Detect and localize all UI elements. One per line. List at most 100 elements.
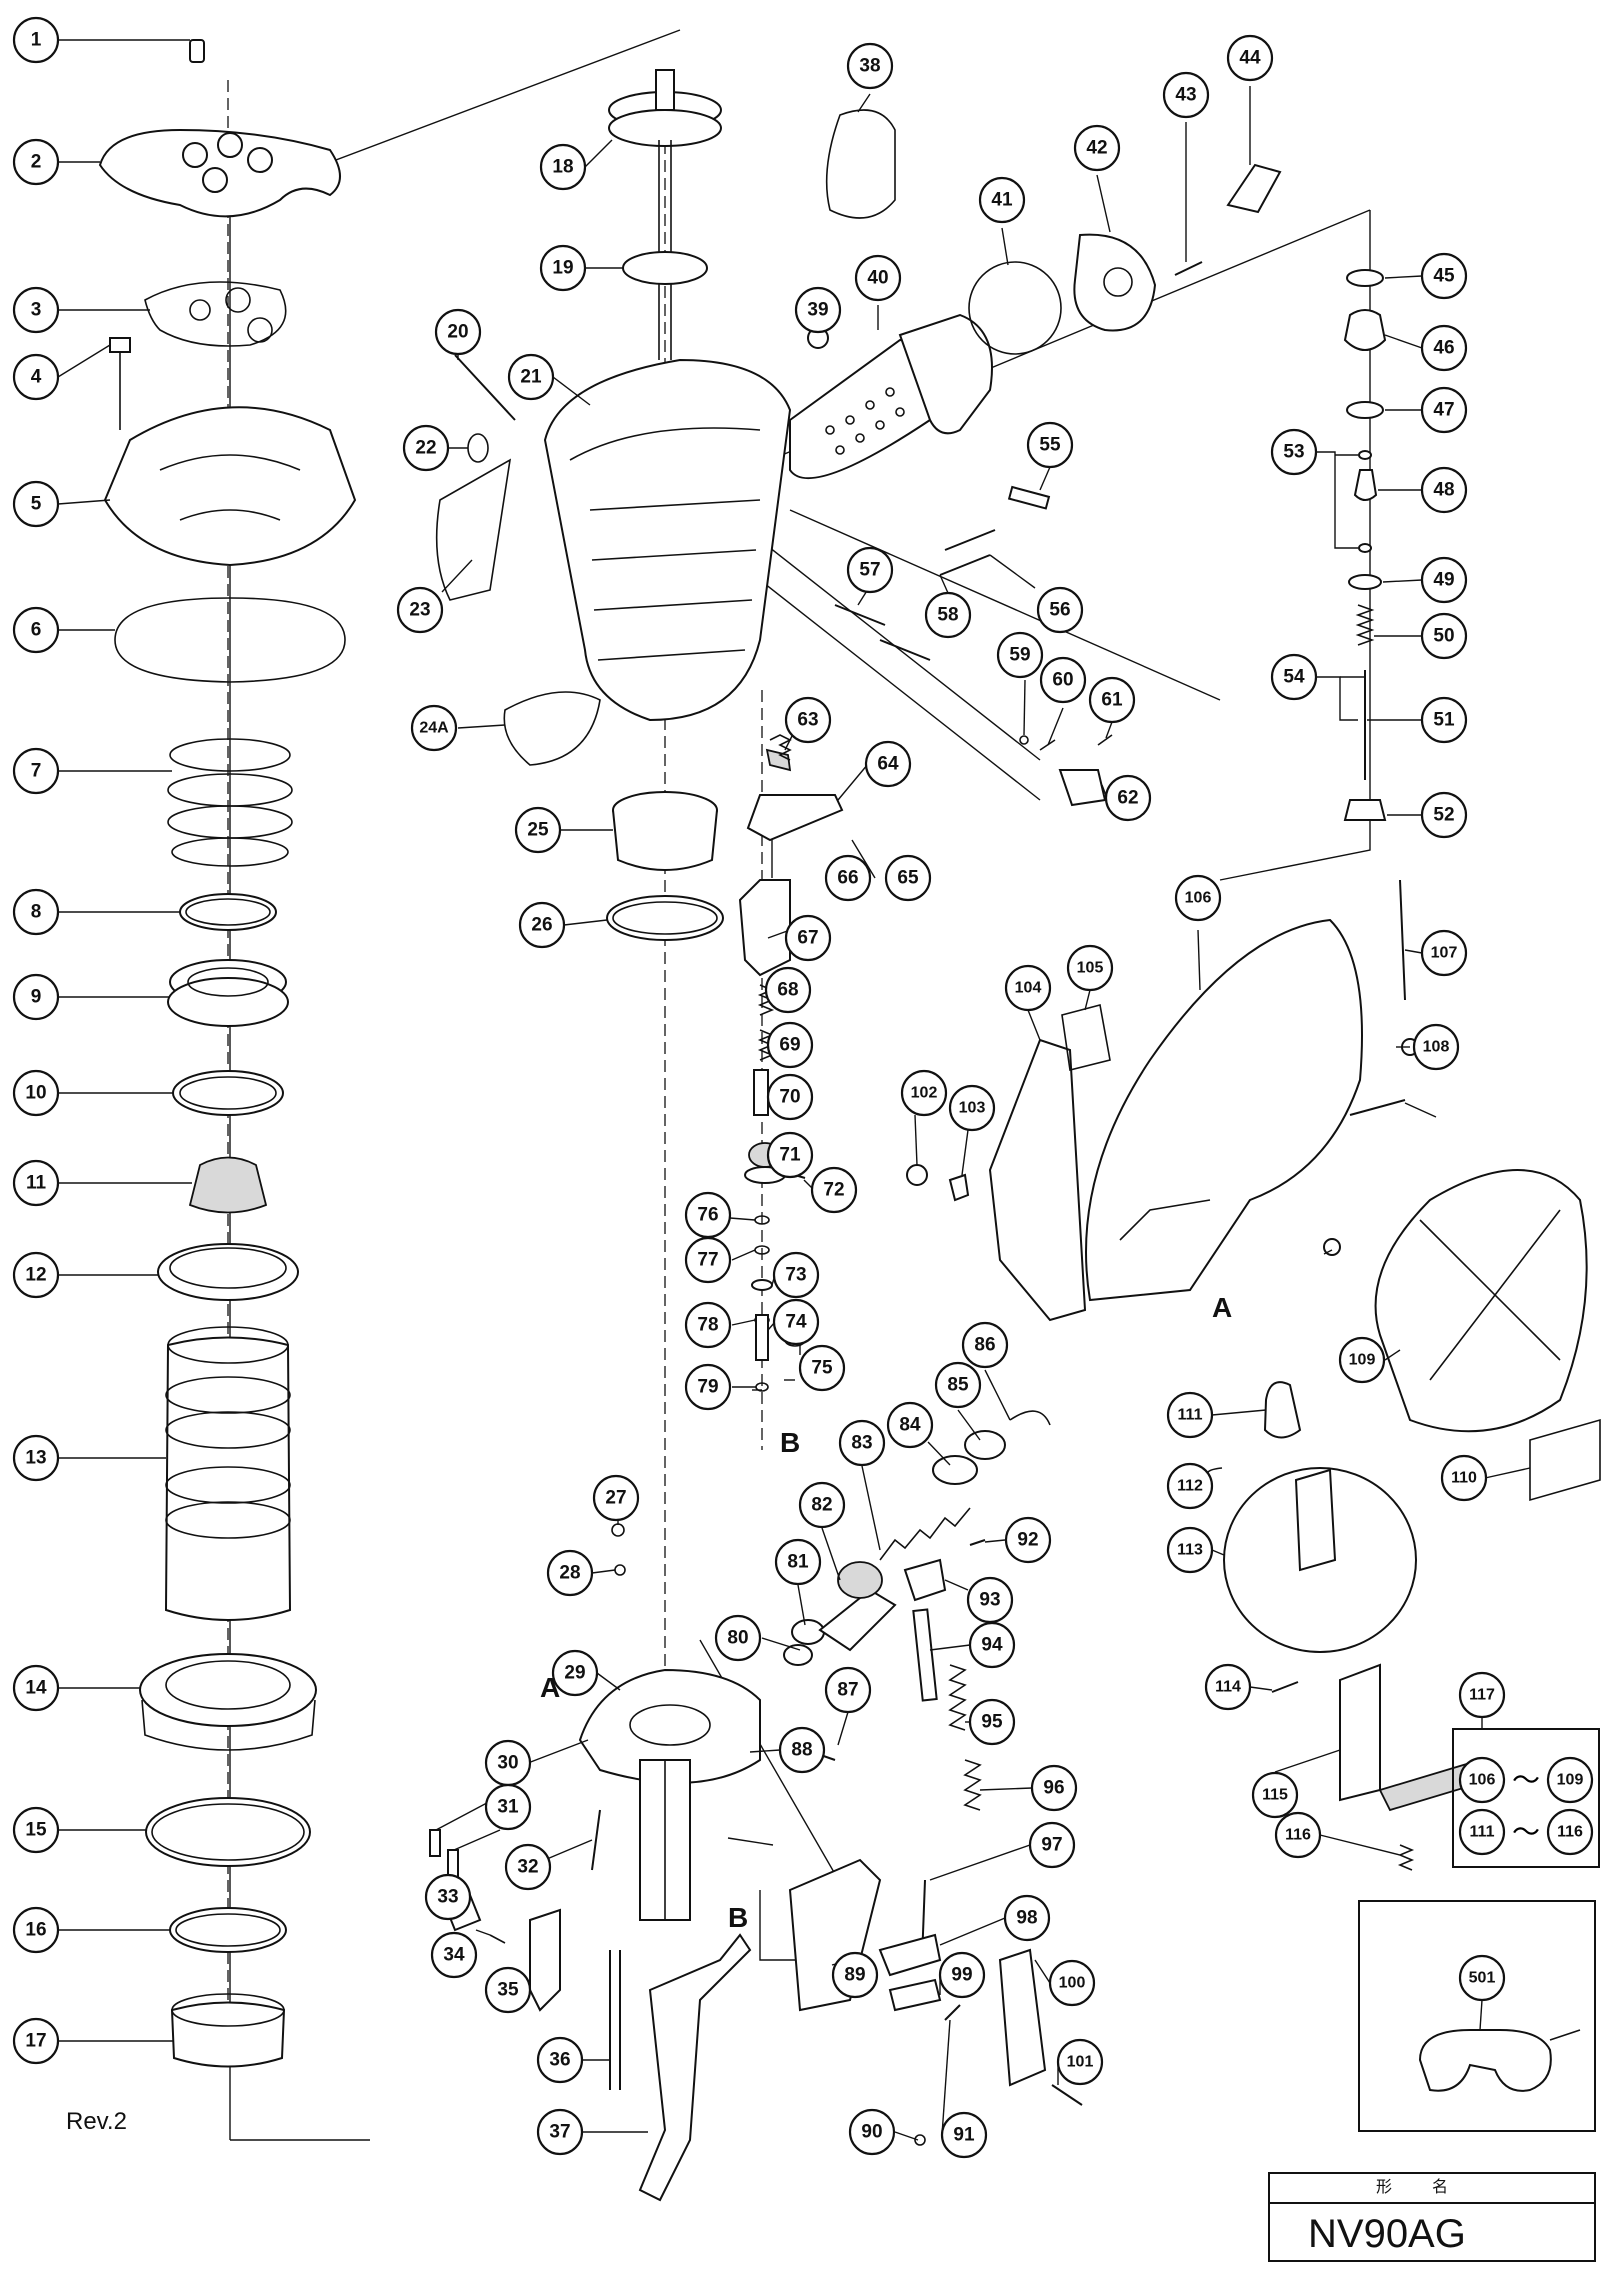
callout-circle xyxy=(539,143,587,191)
part-callout-67: 67 xyxy=(784,914,832,962)
callout-circle xyxy=(410,704,458,752)
part-callout-22: 22 xyxy=(402,424,450,472)
callout-circle xyxy=(12,1906,60,1954)
part-callout-47: 47 xyxy=(1420,386,1468,434)
part-callout-1: 1 xyxy=(12,16,60,64)
callout-number: 51 xyxy=(1433,710,1455,731)
callout-circle xyxy=(12,747,60,795)
part-callout-43: 43 xyxy=(1162,71,1210,119)
callout-number: 22 xyxy=(415,438,436,459)
callout-number: 78 xyxy=(697,1315,718,1336)
part-callout-30: 30 xyxy=(484,1739,532,1787)
callout-number: 7 xyxy=(31,761,42,782)
callout-number: 103 xyxy=(959,1100,986,1117)
callout-number: 48 xyxy=(1433,480,1454,501)
callout-number: 106 xyxy=(1185,890,1212,907)
callout-number: 36 xyxy=(549,2050,570,2071)
part-callout-81: 81 xyxy=(774,1538,822,1586)
callout-number: 80 xyxy=(727,1628,748,1649)
callout-circle xyxy=(12,888,60,936)
callout-number: 14 xyxy=(25,1678,47,1699)
reference-letter-b-nose: B xyxy=(728,1902,748,1933)
callout-circle xyxy=(12,1159,60,1207)
reference-letters: A A B B xyxy=(540,1292,1232,1933)
part-callout-26: 26 xyxy=(518,901,566,949)
callout-number: 111 xyxy=(1178,1407,1203,1424)
part-callout-64: 64 xyxy=(864,740,912,788)
part-callout-42: 42 xyxy=(1073,124,1121,172)
callout-number: 21 xyxy=(520,367,542,388)
part-callout-24a: 24A xyxy=(410,704,458,752)
callout-number: 9 xyxy=(31,987,42,1008)
part-callout-34: 34 xyxy=(430,1931,478,1979)
callout-number: 98 xyxy=(1016,1908,1037,1929)
part-callout-44: 44 xyxy=(1226,34,1274,82)
callout-number: 68 xyxy=(777,980,798,1001)
callout-number: 10 xyxy=(25,1083,46,1104)
callout-number: 73 xyxy=(785,1265,806,1286)
part-callout-62: 62 xyxy=(1104,774,1152,822)
part-callout-33: 33 xyxy=(424,1873,472,1921)
callout-number: 74 xyxy=(785,1312,807,1333)
callout-circle xyxy=(784,696,832,744)
callout-circle xyxy=(592,1474,640,1522)
kit-117-box xyxy=(1452,1728,1600,1868)
callout-circle xyxy=(396,586,444,634)
callout-circle xyxy=(854,254,902,302)
callout-number: 42 xyxy=(1086,138,1107,159)
callout-circle xyxy=(784,914,832,962)
callout-circle xyxy=(1026,421,1074,469)
callout-circle xyxy=(846,546,894,594)
callout-circle xyxy=(968,1698,1016,1746)
callout-number: 115 xyxy=(1262,1787,1288,1804)
callout-number: 99 xyxy=(951,1965,972,1986)
model-name: NV90AG xyxy=(1308,2212,1466,2256)
callout-number: 47 xyxy=(1433,400,1454,421)
callout-circle xyxy=(12,1069,60,1117)
part-callout-91: 91 xyxy=(940,2111,988,2159)
callout-circle xyxy=(924,591,972,639)
valve-stack-parts xyxy=(1343,269,1387,821)
callout-number: 25 xyxy=(527,820,549,841)
callout-number: 18 xyxy=(552,157,573,178)
callout-circle xyxy=(1440,1454,1488,1502)
callout-circle xyxy=(12,606,60,654)
part-callout-18: 18 xyxy=(539,143,587,191)
callout-circle xyxy=(1204,1663,1252,1711)
callout-circle xyxy=(1004,1516,1052,1564)
callout-circle xyxy=(824,854,872,902)
callout-circle xyxy=(1420,929,1468,977)
part-callout-45: 45 xyxy=(1420,252,1468,300)
callout-circle xyxy=(1073,124,1121,172)
part-callout-10: 10 xyxy=(12,1069,60,1117)
callout-circle xyxy=(12,138,60,186)
callout-circle xyxy=(1056,2038,1104,2086)
callout-circle xyxy=(968,1621,1016,1669)
callout-circle xyxy=(831,1951,879,1999)
part-callout-60: 60 xyxy=(1039,656,1087,704)
callout-number: 108 xyxy=(1423,1039,1450,1056)
callout-circle xyxy=(484,1783,532,1831)
part-callout-108: 108 xyxy=(1412,1023,1460,1071)
part-callout-23: 23 xyxy=(396,586,444,634)
part-callout-107: 107 xyxy=(1420,929,1468,977)
left-column-parts xyxy=(98,39,357,2068)
callout-circle xyxy=(684,1363,732,1411)
callout-number: 4 xyxy=(31,367,42,388)
callout-circle xyxy=(714,1614,762,1662)
part-callout-4: 4 xyxy=(12,353,60,401)
callout-number: 59 xyxy=(1009,645,1030,666)
part-callout-13: 13 xyxy=(12,1434,60,1482)
kit-range-1-symbol: ～ xyxy=(1512,1765,1540,1796)
callout-circle xyxy=(1226,34,1274,82)
accessory-box xyxy=(1358,1900,1596,2132)
part-callout-98: 98 xyxy=(1003,1894,1051,1942)
part-callout-116: 116 xyxy=(1274,1811,1322,1859)
callout-circle xyxy=(961,1321,1009,1369)
part-callout-6: 6 xyxy=(12,606,60,654)
part-callout-11: 11 xyxy=(12,1159,60,1207)
callout-number: 105 xyxy=(1077,960,1104,977)
callout-number: 87 xyxy=(837,1680,858,1701)
callout-circle xyxy=(996,631,1044,679)
